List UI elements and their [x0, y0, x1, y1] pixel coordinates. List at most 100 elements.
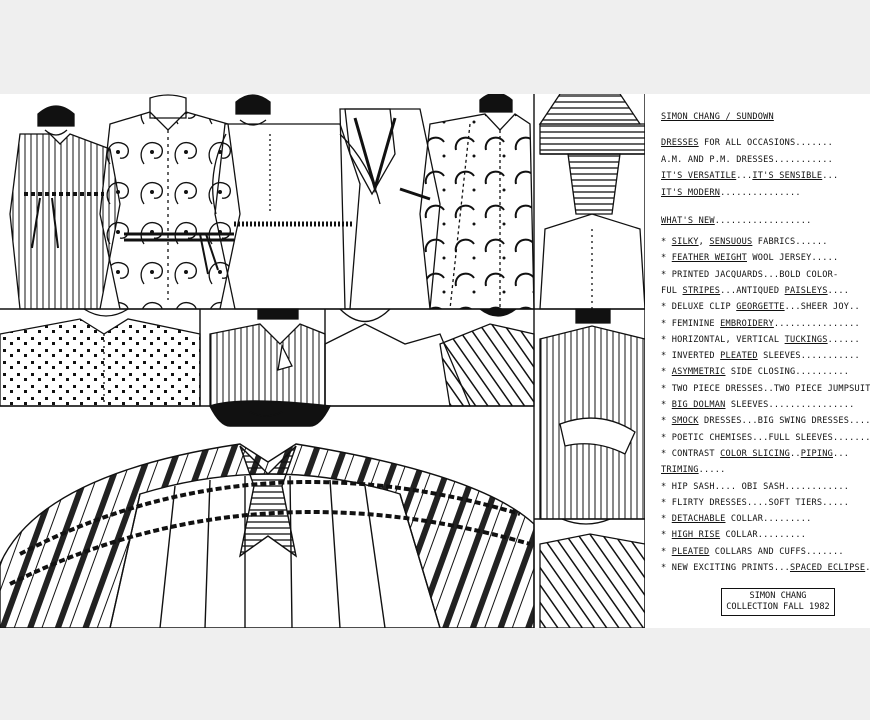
intro-line: IT'S MODERN............... — [661, 188, 801, 199]
text-segment: IT'S MODERN — [661, 187, 721, 198]
text-segment: COLLARS AND CUFFS....... — [709, 546, 844, 557]
text-segment: * TWO PIECE DRESSES..TWO PIECE JUMPSUITS — [661, 383, 870, 394]
text-segment: IT'S VERSATILE — [661, 171, 737, 181]
feature-item: * DETACHABLE COLLAR......... — [661, 514, 811, 525]
text-segment: * — [661, 253, 672, 264]
feature-item: * SMOCK DRESSES...BIG SWING DRESSES.... — [661, 416, 870, 427]
text-segment: , — [698, 237, 710, 247]
text-segment: ... — [833, 448, 850, 459]
text-segment: SMOCK — [671, 416, 699, 427]
text-segment: DRESSES...BIG SWING DRESSES.... — [698, 416, 870, 427]
text-segment: PLEATED — [671, 546, 710, 557]
text-segment: ............... — [720, 187, 801, 198]
figure-white-smock — [212, 94, 381, 310]
catalog-sheet: SIMON CHANG / SUNDOWN DRESSES FOR ALL OC… — [0, 94, 870, 628]
text-segment: PLEATED — [720, 351, 758, 362]
figure-paisley-jacket — [99, 94, 241, 310]
feature-item: * HIP SASH.... OBI SASH............ — [661, 482, 849, 493]
collection-notes: SIMON CHANG / SUNDOWN DRESSES FOR ALL OC… — [655, 94, 870, 628]
text-segment: PIPING — [800, 448, 833, 459]
text-segment: * INVERTED — [661, 351, 721, 362]
text-segment: BIG DOLMAN — [671, 400, 726, 410]
text-segment: SILKY — [671, 237, 699, 247]
fashion-illustration-collage — [0, 94, 645, 628]
intro-line: IT'S VERSATILE...IT'S SENSIBLE... — [661, 171, 838, 182]
text-segment: * — [661, 237, 672, 247]
text-segment: FUL — [661, 285, 683, 296]
text-segment: COLOR SLICING — [720, 448, 790, 459]
text-segment: STRIPES — [682, 285, 721, 296]
feature-item: * FEATHER WEIGHT WOOL JERSEY..... — [661, 253, 838, 264]
feature-item: * TWO PIECE DRESSES..TWO PIECE JUMPSUITS — [661, 384, 870, 395]
text-segment: ..... — [698, 465, 726, 476]
feature-item: * ASYMMETRIC SIDE CLOSING.......... — [661, 367, 849, 378]
text-segment: FOR ALL OCCASIONS....... — [698, 138, 833, 148]
text-segment: TRIMING — [661, 465, 699, 476]
text-segment: ................ — [773, 318, 860, 329]
text-segment: * DELUXE CLIP — [661, 302, 737, 313]
figure-dotted-blouse — [0, 308, 201, 407]
text-segment: . — [865, 563, 870, 573]
text-segment: PAISLEYS — [784, 285, 828, 296]
feature-item: * INVERTED PLEATED SLEEVES........... — [661, 351, 860, 362]
text-segment: ... — [822, 171, 839, 181]
text-segment: ... — [736, 171, 753, 181]
text-segment: TUCKINGS — [784, 334, 828, 345]
figure-tucked-bodice — [538, 94, 645, 155]
text-segment: DRESSES — [661, 138, 699, 148]
text-segment: * PRINTED JACQUARDS...BOLD COLOR- — [661, 269, 839, 280]
text-segment: * — [661, 530, 672, 541]
text-segment: EMBROIDERY — [720, 318, 774, 329]
text-segment: ASYMMETRIC — [671, 367, 726, 378]
figure-striped-sleeve — [439, 308, 535, 407]
text-segment: * FEMININE — [661, 318, 721, 329]
feature-item: * FLIRTY DRESSES....SOFT TIERS..... — [661, 498, 849, 509]
collection-credit: SIMON CHANG COLLECTION FALL 1982 — [721, 588, 835, 616]
feature-item: * POETIC CHEMISES...FULL SLEEVES....... — [661, 433, 870, 444]
feature-item: * DELUXE CLIP GEORGETTE...SHEER JOY.. — [661, 302, 860, 313]
text-segment: * CONTRAST — [661, 448, 721, 459]
feature-item: * FEMININE EMBROIDERY................ — [661, 319, 860, 330]
feature-item: * HORIZONTAL, VERTICAL TUCKINGS...... — [661, 335, 860, 346]
text-segment: * FLIRTY DRESSES....SOFT TIERS..... — [661, 497, 850, 508]
text-segment: HIGH RISE — [671, 530, 721, 541]
feature-item: FUL STRIPES...ANTIQUED PAISLEYS.... — [661, 286, 849, 297]
text-segment: .... — [827, 285, 850, 296]
text-segment: WHAT'S NEW — [661, 216, 715, 226]
text-segment: WOOL JERSEY..... — [746, 253, 839, 264]
feature-item: * HIGH RISE COLLAR......... — [661, 530, 806, 541]
text-segment: * HIP SASH.... OBI SASH............ — [661, 481, 850, 492]
feature-item: TRIMING..... — [661, 465, 726, 476]
intro-line: DRESSES FOR ALL OCCASIONS....... — [661, 138, 833, 149]
text-segment: * POETIC CHEMISES...FULL SLEEVES....... — [661, 432, 870, 443]
figure-pleated-blouse — [209, 308, 326, 407]
credit-line-season: COLLECTION FALL 1982 — [726, 602, 830, 612]
collection-title: SIMON CHANG / SUNDOWN — [661, 112, 774, 122]
text-segment: * HORIZONTAL, VERTICAL — [661, 334, 785, 345]
text-segment: GEORGETTE — [736, 302, 785, 313]
text-segment: FEATHER WEIGHT — [671, 253, 747, 264]
feature-item: * PRINTED JACQUARDS...BOLD COLOR- — [661, 270, 838, 281]
text-segment: ...... — [827, 334, 860, 345]
text-segment: A.M. AND P.M. DRESSES........... — [661, 154, 833, 165]
whats-new-heading: WHAT'S NEW.................. — [661, 216, 811, 227]
feature-item: * PLEATED COLLARS AND CUFFS....... — [661, 547, 844, 558]
text-segment: ...SHEER JOY.. — [784, 302, 860, 313]
feature-item: * NEW EXCITING PRINTS...SPACED ECLIPSE. — [661, 563, 870, 574]
text-segment: * NEW EXCITING PRINTS... — [661, 563, 790, 573]
feature-item: * CONTRAST COLOR SLICING..PIPING... — [661, 449, 849, 460]
text-segment: IT'S SENSIBLE — [752, 171, 823, 181]
figure-eclipse-print-dress — [419, 94, 535, 310]
text-segment: * — [661, 416, 672, 427]
figure-smock-dress — [539, 518, 645, 628]
text-segment: COLLAR......... — [725, 514, 812, 525]
feature-item: * SILKY, SENSUOUS FABRICS...... — [661, 237, 828, 248]
text-segment: ...ANTIQUED — [720, 285, 785, 296]
text-segment: SLEEVES........... — [757, 351, 860, 362]
text-segment: SPACED ECLIPSE — [789, 563, 866, 573]
credit-line-designer: SIMON CHANG — [749, 591, 807, 601]
text-segment: FABRICS...... — [752, 237, 828, 247]
text-segment: DETACHABLE — [671, 514, 726, 525]
text-segment: COLLAR......... — [720, 530, 807, 541]
text-segment: * — [661, 367, 672, 378]
